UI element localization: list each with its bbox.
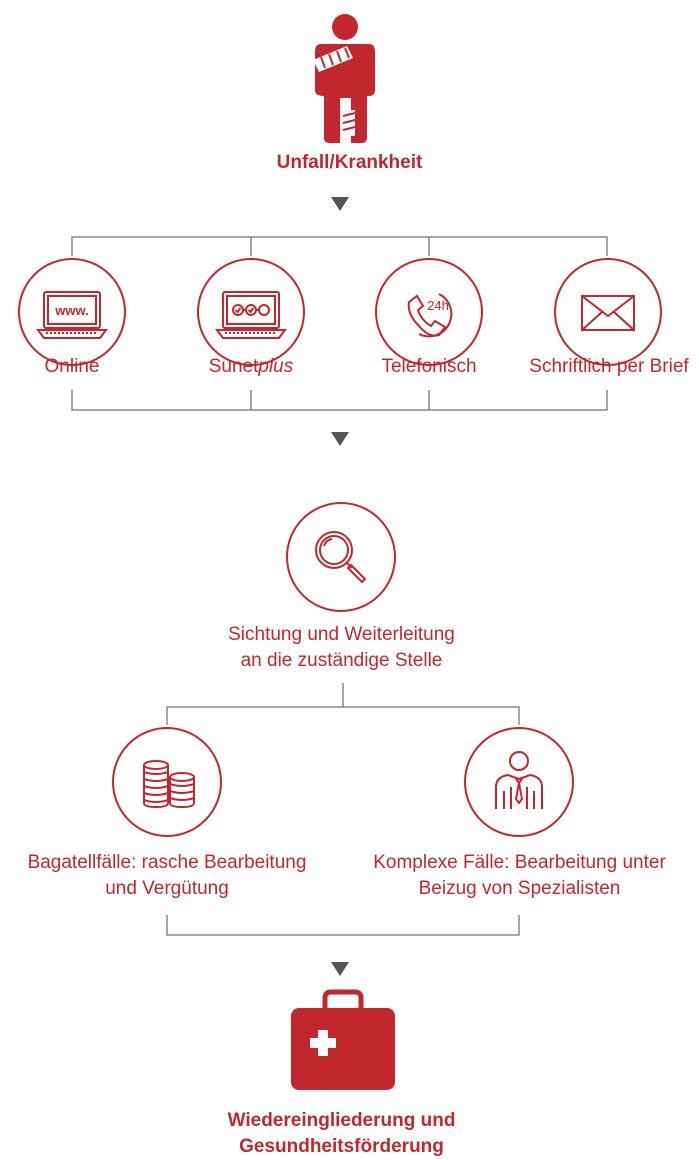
arrow-down-icon [331,197,349,211]
first-aid-kit-icon [291,989,395,1090]
channel-label-letter: Schriftlich per Brief [529,356,689,377]
start-label: Unfall/Krankheit [276,152,423,173]
arrow-down-icon [331,962,349,976]
letter-channel [554,258,662,366]
specialist-icon [495,751,543,809]
laptop-www-icon: www. [36,291,108,339]
minor-case-line1: Bagatellfälle: rasche Bearbeitung [27,852,307,873]
minor-case-node [112,727,222,837]
channel-label-online: Online [44,356,100,377]
minor-case-line2: und Vergütung [105,878,229,899]
complex-case-line1: Komplexe Fälle: Bearbeitung unter [373,852,666,873]
injured-person-icon [313,14,375,143]
triage-label-line1: Sichtung und Weiterleitung [228,624,455,645]
complex-case-node [464,727,574,837]
sunetplus-italic: plus [258,356,294,377]
online-channel: www. [18,258,126,366]
phone-24h-icon: 24h [407,293,453,338]
www-text: www. [54,303,88,318]
24h-text: 24h [427,298,449,313]
arrow-down-icon [331,432,349,446]
envelope-icon [581,295,635,331]
triage-label-line2: an die zuständige Stelle [240,650,443,671]
magnifier-icon [315,531,367,584]
channel-label-sunetplus: Sunetplus [179,354,323,380]
end-label-line2: Gesundheitsförderung [239,1136,444,1157]
coins-icon [143,760,195,809]
phone-channel: 24h [375,258,483,366]
triage-node [286,502,396,612]
complex-case-line2: Beizug von Spezialisten [418,878,621,899]
channel-label-phone: Telefonisch [381,356,477,377]
laptop-checklist-icon [215,291,287,339]
sunetplus-prefix: Sunet [208,356,259,377]
end-label-line1: Wiedereingliederung und [227,1110,456,1131]
sunetplus-channel [197,258,305,366]
